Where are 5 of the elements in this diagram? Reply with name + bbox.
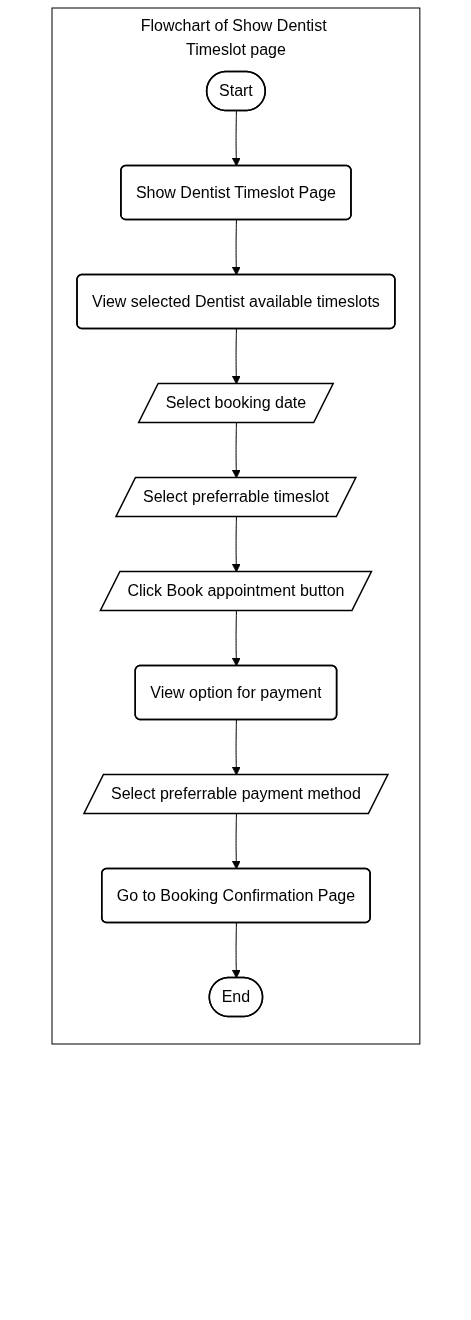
arrow xyxy=(231,610,241,667)
arrow xyxy=(231,813,241,870)
arrow xyxy=(231,922,241,979)
arrow xyxy=(231,219,241,276)
arrow xyxy=(231,110,241,167)
